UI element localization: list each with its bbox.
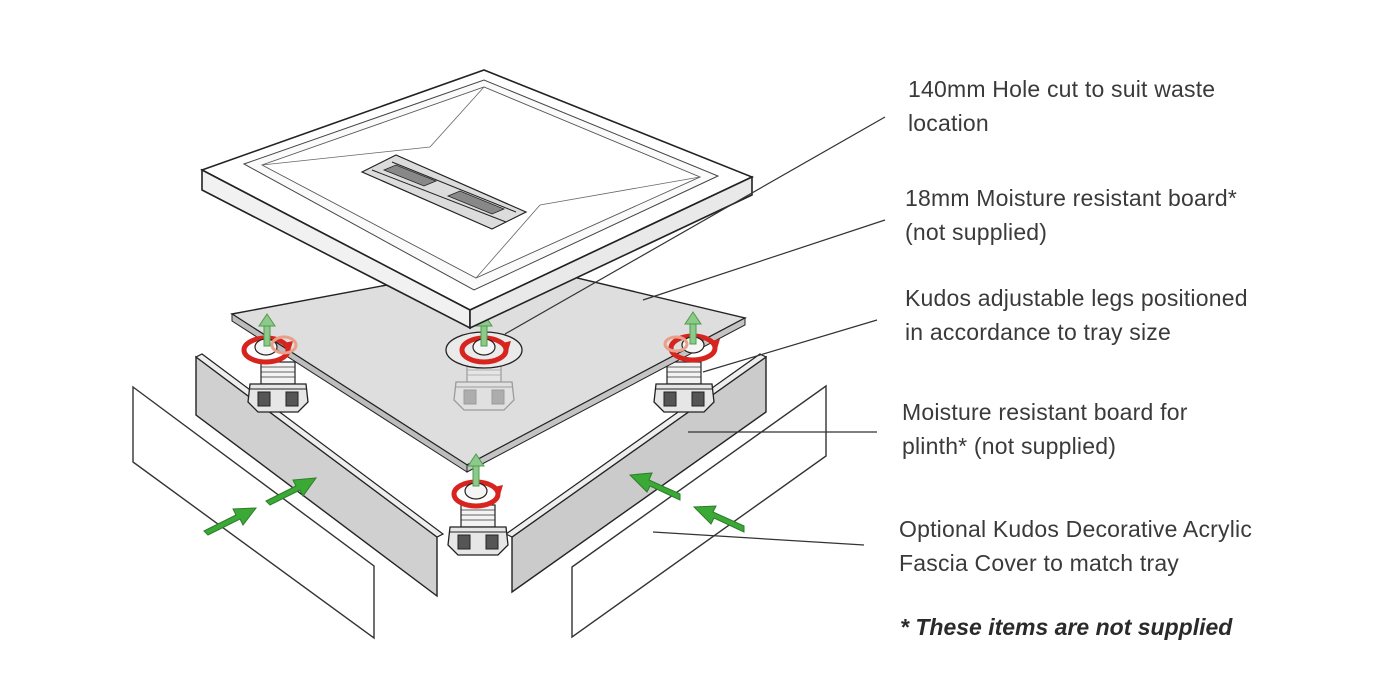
leader-line-hole <box>504 116 886 335</box>
leader-line-board <box>642 219 886 301</box>
label-line: 140mm Hole cut to suit waste <box>908 76 1216 102</box>
front-leg <box>447 504 509 556</box>
leader-line-fascia <box>652 531 865 546</box>
shower-tray <box>200 69 755 330</box>
label-line: 18mm Moisture resistant board* <box>905 185 1237 211</box>
not-supplied-note: * These items are not supplied <box>900 614 1233 640</box>
label-line: Optional Kudos Decorative Acrylic <box>899 516 1253 542</box>
leader-line-legs <box>702 319 878 373</box>
back-left-leg <box>247 361 309 413</box>
label-line: Fascia Cover to match tray <box>899 550 1180 576</box>
label-line: (not supplied) <box>905 219 1048 245</box>
label-line: location <box>908 110 989 136</box>
left-fascia-cover <box>132 385 375 640</box>
push-arrow-right-outer <box>692 505 745 533</box>
push-arrow-left-inner <box>265 477 318 506</box>
label-line: in accordance to tray size <box>905 319 1171 345</box>
back-right-leg <box>653 361 715 413</box>
label-moisture-board: 18mm Moisture resistant board* (not supp… <box>905 181 1237 249</box>
label-adjustable-legs: Kudos adjustable legs positioned in acco… <box>905 281 1248 349</box>
label-fascia-cover: Optional Kudos Decorative Acrylic Fascia… <box>899 512 1252 580</box>
push-arrow-right-inner <box>628 472 681 501</box>
push-arrow-left-outer <box>203 507 258 536</box>
label-plinth-board: Moisture resistant board for plinth* (no… <box>902 395 1188 463</box>
label-line: Kudos adjustable legs positioned <box>905 285 1248 311</box>
label-waste-hole: 140mm Hole cut to suit waste location <box>908 72 1215 140</box>
label-line: Moisture resistant board for <box>902 399 1188 425</box>
label-line: plinth* (not supplied) <box>902 433 1117 459</box>
